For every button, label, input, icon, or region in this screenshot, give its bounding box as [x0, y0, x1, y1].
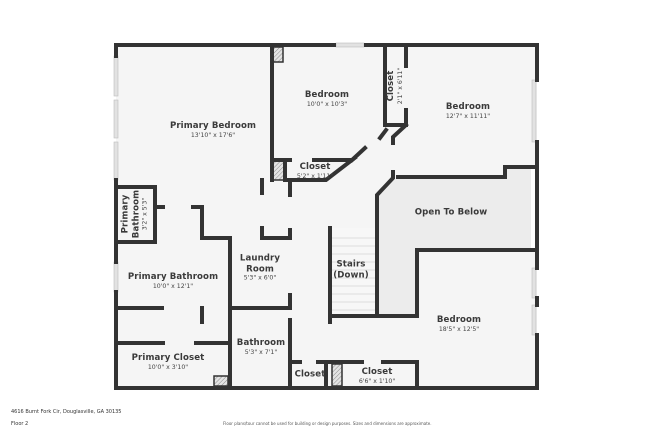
- room-dimensions: 10'0" x 12'1": [152, 282, 194, 290]
- room-stairs: Stairs (Down): [333, 259, 369, 280]
- disclaimer-text: Floor plans/tour cannot be used for buil…: [223, 421, 432, 426]
- room-dimensions: 6'6" x 1'10": [358, 377, 396, 385]
- room-dimensions: 18'5" x 12'5": [438, 325, 480, 333]
- room-bedroom-3: Bedroom 18'5" x 12'5": [437, 315, 481, 333]
- room-closet-3: Closet: [295, 370, 326, 381]
- room-dimensions: 5'3" x 6'0": [243, 274, 277, 282]
- room-primary-closet: Primary Closet 10'0" x 3'10": [132, 353, 205, 371]
- room-name: Bedroom: [445, 101, 491, 112]
- room-name: Bedroom: [436, 314, 482, 325]
- room-name: Primary Bedroom: [169, 120, 257, 131]
- room-name-line2: Room: [246, 264, 274, 275]
- room-name: Primary Closet: [131, 352, 205, 363]
- room-name: Closet: [294, 369, 326, 380]
- room-closet-4: Closet 6'6" x 1'10": [359, 367, 395, 385]
- room-name-line2: Bathroom: [131, 189, 142, 239]
- room-laundry-room: Laundry Room 5'3" x 6'0": [240, 253, 280, 282]
- room-bedroom-1: Bedroom 10'0" x 10'3": [305, 90, 349, 108]
- stairs-treads: [332, 228, 375, 316]
- room-closet-2: Closet 5'2" x 1'11": [297, 162, 333, 180]
- room-dimensions: 13'10" x 17'6": [190, 131, 236, 139]
- room-bathroom: Bathroom 5'3" x 7'1": [237, 338, 285, 356]
- room-name-line1: Stairs: [336, 259, 366, 270]
- room-dimensions: 5'2" x 1'11": [296, 172, 334, 180]
- room-dimensions: 3'2" x 5'3": [141, 197, 149, 231]
- floor-label: Floor 2: [11, 421, 29, 427]
- walls: [114, 43, 539, 390]
- room-name: Closet: [299, 161, 331, 172]
- room-dimensions: 12'7" x 11'11": [445, 112, 491, 120]
- room-name: Open To Below: [414, 207, 488, 218]
- address-text: 4616 Burnt Fork Cir, Douglasville, GA 30…: [11, 409, 122, 415]
- room-primary-bedroom: Primary Bedroom 13'10" x 17'6": [170, 121, 256, 139]
- windows: [113, 42, 537, 336]
- room-dimensions: 10'0" x 10'3": [306, 100, 348, 108]
- room-name-line1: Laundry: [239, 253, 281, 264]
- room-primary-bathroom-small: Primary Bathroom 3'2" x 5'3": [120, 190, 149, 238]
- room-dimensions: 10'0" x 3'10": [147, 363, 189, 371]
- room-open-to-below: Open To Below: [415, 208, 487, 219]
- room-dimensions: 2'1" x 6'11": [396, 67, 404, 105]
- room-bedroom-2: Bedroom 12'7" x 11'11": [446, 102, 490, 120]
- room-name-line1: Primary: [120, 194, 131, 234]
- room-closet-1: Closet 2'1" x 6'11": [386, 68, 404, 104]
- room-name: Primary Bathroom: [127, 271, 219, 282]
- room-name: Bedroom: [304, 89, 350, 100]
- room-name: Bathroom: [236, 337, 286, 348]
- room-dimensions: 5'3" x 7'1": [244, 348, 278, 356]
- room-name: Closet: [361, 366, 393, 377]
- room-name: Closet: [385, 70, 396, 102]
- room-name-line2: (Down): [333, 270, 369, 280]
- room-primary-bathroom: Primary Bathroom 10'0" x 12'1": [128, 272, 218, 290]
